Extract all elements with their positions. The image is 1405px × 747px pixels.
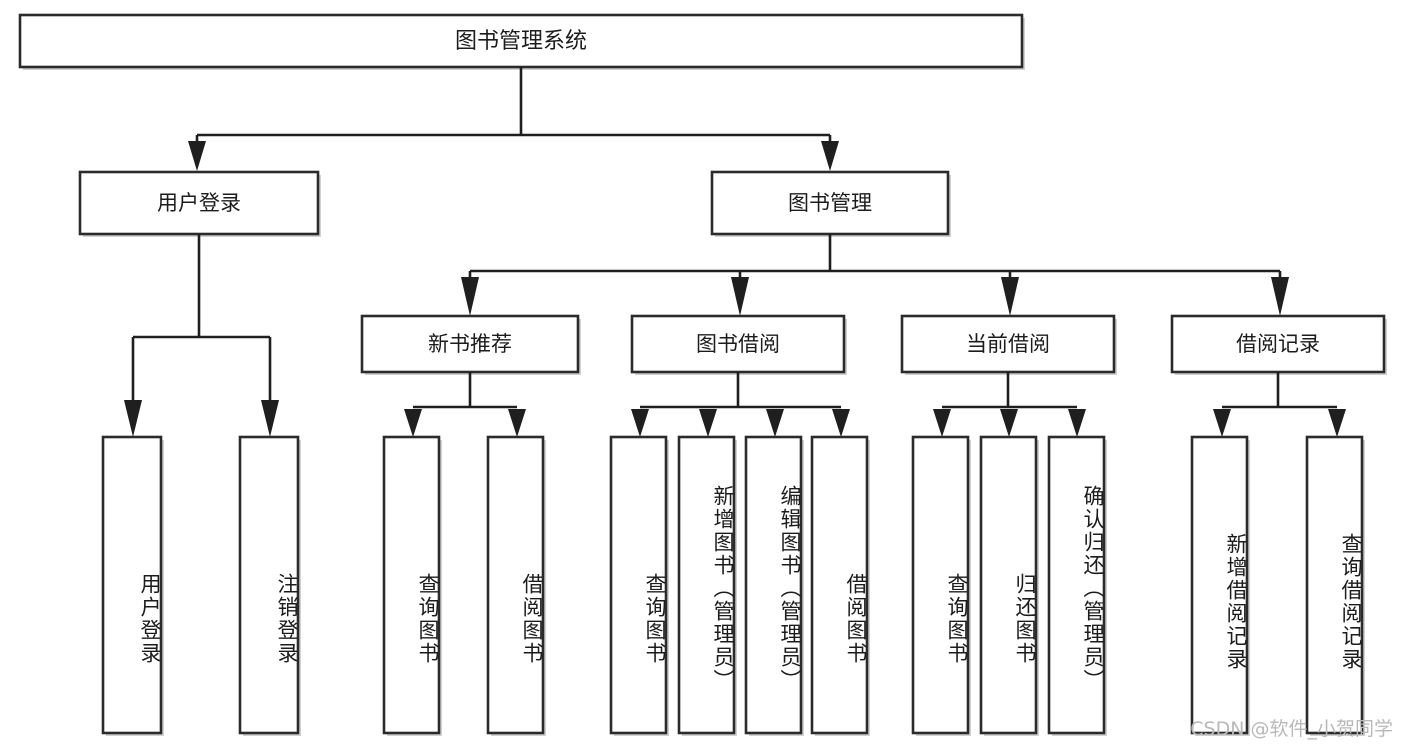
root-label: 图书管理系统 xyxy=(455,29,587,54)
node-new-book-recommendation[interactable]: 新书推荐 xyxy=(360,314,581,375)
leaf-box-query-record[interactable] xyxy=(1305,435,1364,735)
arrow-leaf-query-book-2 xyxy=(631,409,649,437)
watermark-text: CSDN @软件_小贺同学 xyxy=(1190,718,1393,740)
leaf-box-logout[interactable] xyxy=(238,435,300,735)
arrow-leaf-add-book xyxy=(699,409,717,437)
leaf-box-add-record[interactable] xyxy=(1190,435,1249,735)
user-login-box[interactable] xyxy=(78,170,320,236)
arrow-leaf-add-record xyxy=(1213,409,1231,437)
arrow-to-new-book-rec xyxy=(461,277,479,316)
node-book-management[interactable]: 图书管理 xyxy=(710,170,951,237)
book-mgmt-box[interactable] xyxy=(710,170,950,236)
node-book-borrow[interactable]: 图书借阅 xyxy=(630,314,847,375)
arrow-to-book-borrow xyxy=(731,277,749,316)
arrow-leaf-query-record xyxy=(1328,409,1346,437)
leaf-box-edit-book[interactable] xyxy=(744,435,803,735)
arrow-leaf-borrow-book-2 xyxy=(832,409,850,437)
node-current-borrow[interactable]: 当前借阅 xyxy=(900,314,1117,375)
book-borrow-label: 图书借阅 xyxy=(696,332,780,356)
leaf-box-user-login[interactable] xyxy=(101,435,163,735)
leaf-box-query-book-2[interactable] xyxy=(609,435,668,735)
leaf-box-query-book-3[interactable] xyxy=(911,435,970,735)
root-box[interactable] xyxy=(18,13,1024,69)
arrow-to-book-mgmt xyxy=(821,141,839,171)
arrow-leaf-query-book-1 xyxy=(404,409,422,437)
user-login-label: 用户登录 xyxy=(157,191,241,215)
leaf-box-add-book[interactable] xyxy=(677,435,736,735)
arrow-to-borrow-record xyxy=(1271,277,1289,316)
leaf-box-query-book-1[interactable] xyxy=(382,435,441,735)
arrow-leaf-query-book-3 xyxy=(933,409,951,437)
arrow-leaf-logout xyxy=(261,400,279,437)
arrow-leaf-edit-book xyxy=(766,409,784,437)
leaf-box-confirm-return[interactable] xyxy=(1047,435,1106,735)
current-borrow-label: 当前借阅 xyxy=(966,332,1050,356)
current-borrow-box[interactable] xyxy=(900,314,1116,374)
new-book-rec-box[interactable] xyxy=(360,314,580,374)
leaf-box-borrow-book-2[interactable] xyxy=(810,435,869,735)
leaf-box-borrow-book-1[interactable] xyxy=(486,435,545,735)
arrow-to-current-borrow xyxy=(1001,277,1019,316)
node-user-login[interactable]: 用户登录 xyxy=(78,170,321,237)
arrow-leaf-borrow-book-1 xyxy=(508,409,526,437)
arrow-leaf-return-book xyxy=(1000,409,1018,437)
arrow-to-user-login xyxy=(188,141,206,171)
leaf-box-return-book[interactable] xyxy=(979,435,1038,735)
book-mgmt-label: 图书管理 xyxy=(788,191,872,215)
arrow-leaf-user-login xyxy=(124,400,142,437)
borrow-record-label: 借阅记录 xyxy=(1236,332,1320,356)
node-root[interactable]: 图书管理系统 xyxy=(18,13,1025,70)
arrow-leaf-confirm-return xyxy=(1068,409,1086,437)
new-book-rec-label: 新书推荐 xyxy=(428,332,512,356)
leaf-boxes xyxy=(101,435,1365,736)
node-borrow-record[interactable]: 借阅记录 xyxy=(1170,314,1387,375)
borrow-record-box[interactable] xyxy=(1170,314,1386,374)
